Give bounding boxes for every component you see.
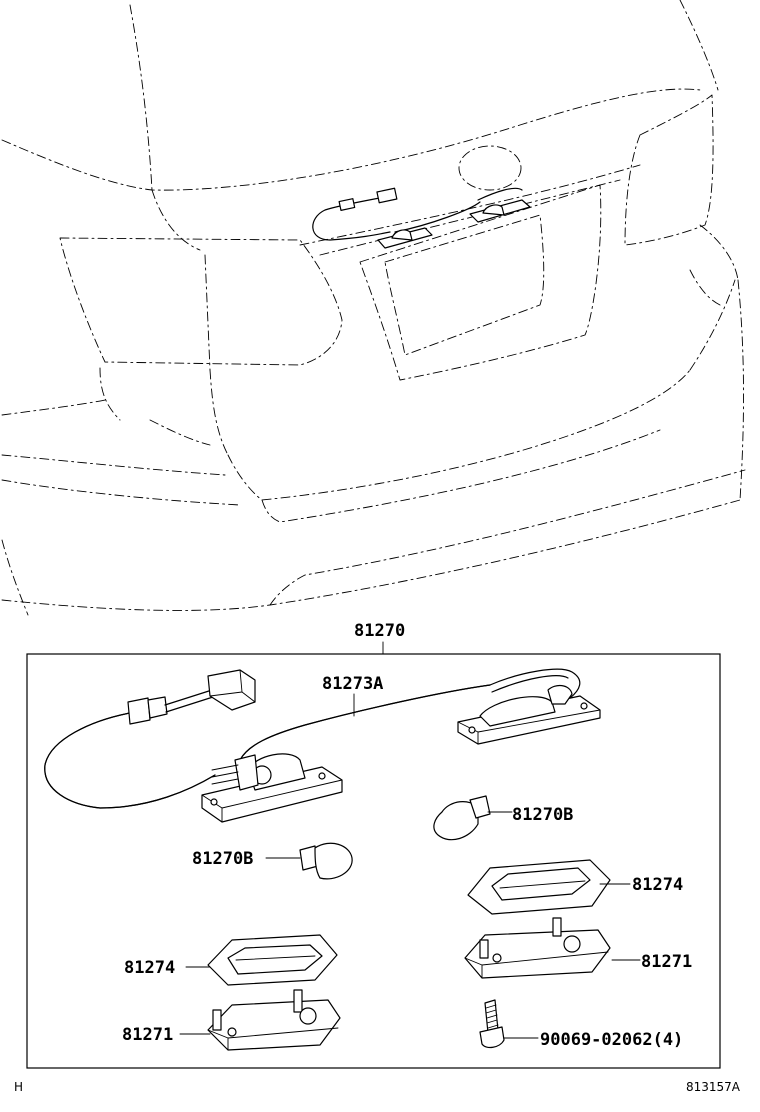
label-lens-left: 81274 bbox=[124, 958, 175, 978]
right-lamp-assembled bbox=[457, 684, 601, 745]
housing-right: 81271 bbox=[464, 917, 692, 979]
footer-corner-label: H bbox=[14, 1080, 23, 1094]
bulb-right: 81270B bbox=[433, 795, 573, 841]
vehicle-license-lamps bbox=[312, 187, 531, 249]
label-wire: 81273A bbox=[322, 674, 383, 694]
label-bulb-right: 81270B bbox=[512, 805, 573, 825]
lens-right: 81274 bbox=[467, 859, 683, 915]
vehicle-rear-outline bbox=[1, 0, 746, 616]
wire-harness: 81273A bbox=[44, 668, 581, 809]
footer-diagram-id: 813157A bbox=[686, 1080, 741, 1094]
label-housing-left: 81271 bbox=[122, 1025, 173, 1045]
label-bulb-left: 81270B bbox=[192, 849, 253, 869]
housing-left: 81271 bbox=[122, 989, 341, 1051]
label-housing-right: 81271 bbox=[641, 952, 692, 972]
assembly-frame bbox=[26, 653, 721, 1069]
label-lens-right: 81274 bbox=[632, 875, 683, 895]
screw-part: 90069-02062(4) bbox=[479, 999, 683, 1050]
left-lamp-assembled bbox=[201, 753, 343, 823]
assembly-callout: 81270 bbox=[354, 621, 405, 655]
label-screw: 90069-02062(4) bbox=[540, 1030, 683, 1050]
label-assembly: 81270 bbox=[354, 621, 405, 641]
bulb-left: 81270B bbox=[192, 842, 353, 880]
lens-left: 81274 bbox=[124, 934, 338, 986]
